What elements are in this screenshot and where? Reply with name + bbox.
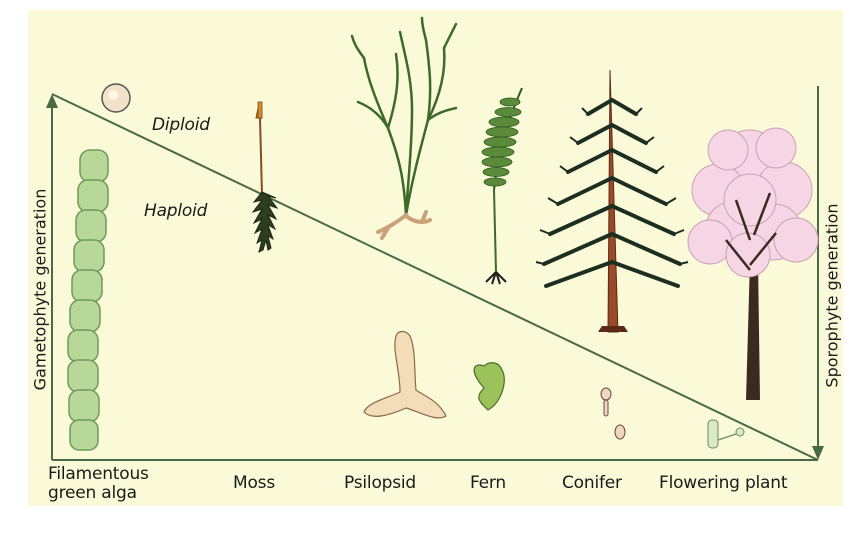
gametophyte-axis-arrow	[46, 94, 58, 460]
organism-label-fern: Fern	[470, 473, 506, 493]
alga-label-line1: Filamentous	[48, 464, 149, 484]
moss-illustration	[251, 101, 279, 253]
filamentous-green-alga-illustration	[67, 149, 109, 451]
gametophyte-axis-label: Gametophyte generation	[30, 188, 50, 391]
organism-label-moss: Moss	[233, 473, 275, 493]
alga-label-line2: green alga	[48, 483, 137, 503]
organism-label-psilopsid: Psilopsid	[344, 473, 417, 493]
zygote-cell	[101, 83, 131, 113]
psilopsid-gametophyte	[363, 330, 447, 419]
fern-gametophyte	[473, 362, 505, 411]
sporophyte-axis-arrow	[812, 86, 824, 460]
flowering-plant-gametophyte	[707, 419, 745, 449]
alternation-of-generations-diagram: Diploid Haploid Gametophyte generation S…	[28, 10, 843, 506]
diploid-label: Diploid	[152, 115, 210, 135]
diploid-haploid-divider	[51, 93, 819, 461]
haploid-label: Haploid	[144, 201, 208, 221]
psilopsid-illustration	[350, 16, 458, 217]
psilopsid-rhizome	[376, 210, 432, 240]
organism-label-conifer: Conifer	[562, 473, 622, 493]
sporophyte-axis-label: Sporophyte generation	[822, 203, 842, 388]
conifer-illustration	[535, 69, 689, 333]
organism-label-flowering-plant: Flowering plant	[659, 473, 788, 493]
conifer-gametophyte	[600, 387, 626, 440]
flowering-plant-illustration	[687, 127, 819, 400]
fern-illustration	[481, 87, 523, 285]
organism-label-alga: Filamentous green alga	[48, 465, 149, 503]
diagram-canvas	[28, 10, 843, 506]
